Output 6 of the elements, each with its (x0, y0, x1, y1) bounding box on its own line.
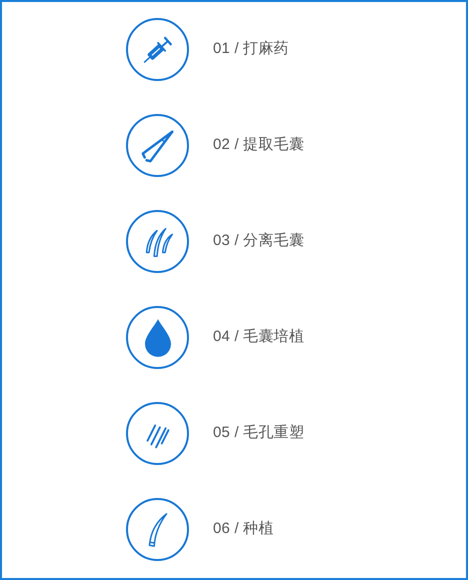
step-label: 02 / 提取毛囊 (213, 135, 304, 156)
step-label: 05 / 毛孔重塑 (213, 423, 304, 444)
step-label: 03 / 分离毛囊 (213, 231, 304, 252)
step-label: 01 / 打麻药 (213, 39, 289, 60)
step-label: 06 / 种植 (213, 519, 274, 540)
step-label: 04 / 毛囊培植 (213, 327, 304, 348)
